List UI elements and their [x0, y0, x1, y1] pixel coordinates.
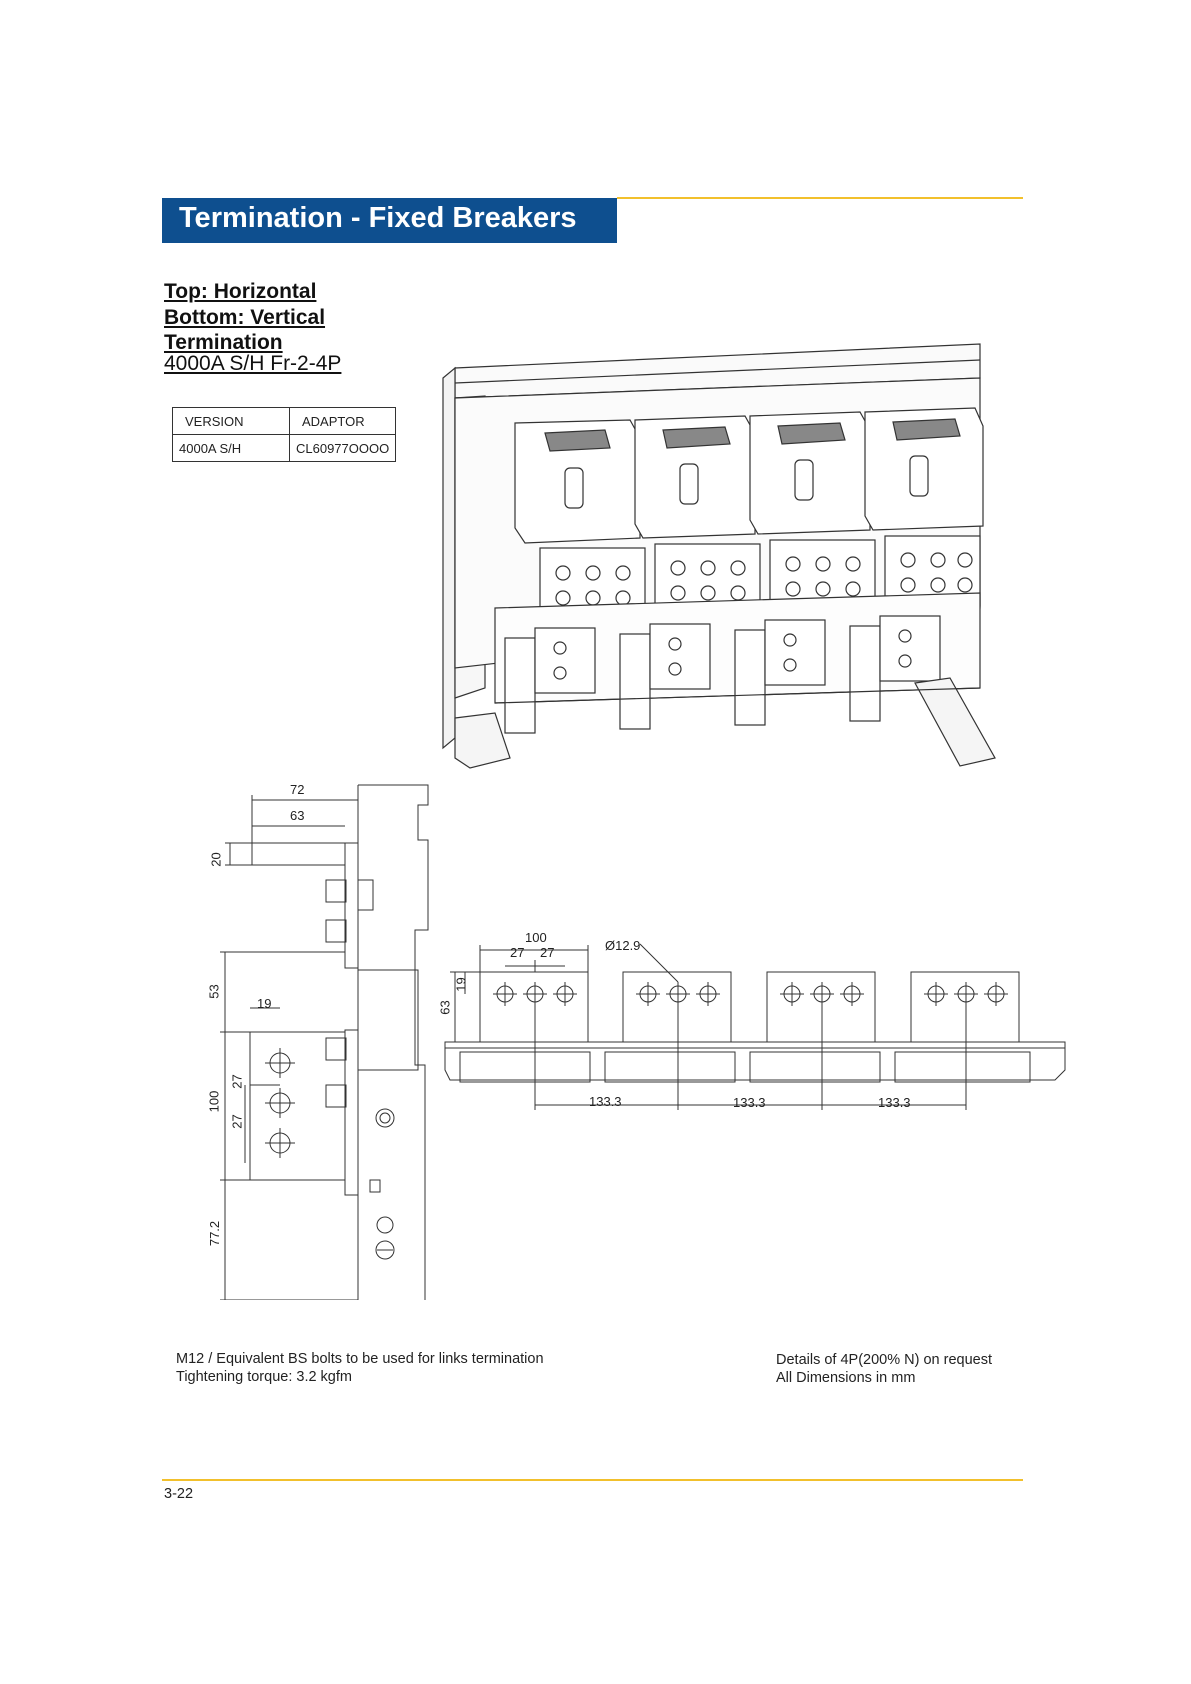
- title-bar: [162, 198, 617, 243]
- table-cell-version: 4000A S/H: [172, 434, 290, 462]
- dim-53: 53: [206, 984, 222, 999]
- front-dim-19: 19: [453, 977, 469, 992]
- heading-top: Top: Horizontal: [164, 280, 317, 303]
- page-title: Termination - Fixed Breakers: [179, 202, 577, 234]
- heading-bottom: Bottom: Vertical: [164, 306, 326, 329]
- dim-63: 63: [290, 808, 305, 823]
- note-left: M12 / Equivalent BS bolts to be used for…: [176, 1350, 544, 1386]
- front-dim-hole: Ø12.9: [605, 938, 641, 953]
- front-dim-pitch-2: 133.3: [733, 1095, 766, 1110]
- dim-19: 19: [257, 996, 272, 1011]
- table-header-version: VERSION: [172, 407, 290, 435]
- table-header-adaptor: ADAPTOR: [289, 407, 396, 435]
- side-view-drawing: [220, 784, 429, 1300]
- front-view-drawing: [444, 943, 1066, 1110]
- breaker-isometric-drawing: [442, 343, 996, 769]
- front-dim-27a: 27: [510, 945, 525, 960]
- dim-20: 20: [208, 852, 224, 867]
- front-dim-63: 63: [437, 1000, 453, 1015]
- dim-27a: 27: [229, 1074, 245, 1089]
- table-cell-adaptor: CL60977OOOO: [289, 434, 396, 462]
- table-header-row: VERSION ADAPTOR: [172, 407, 396, 435]
- note-torque: Tightening torque: 3.2 kgfm: [176, 1369, 352, 1385]
- front-dim-pitch-1: 133.3: [589, 1094, 622, 1109]
- note-bolts: M12 / Equivalent BS bolts to be used for…: [176, 1351, 544, 1367]
- heading-subtitle: 4000A S/H Fr-2-4P: [164, 352, 342, 375]
- note-units: All Dimensions in mm: [776, 1370, 916, 1386]
- version-table: VERSION ADAPTOR 4000A S/H CL60977OOOO: [172, 407, 396, 462]
- dim-77-2: 77.2: [207, 1220, 223, 1247]
- note-details: Details of 4P(200% N) on request: [776, 1352, 992, 1368]
- table-row: 4000A S/H CL60977OOOO: [172, 434, 396, 462]
- front-dim-27b: 27: [540, 945, 555, 960]
- note-right: Details of 4P(200% N) on request All Dim…: [776, 1351, 992, 1387]
- dim-27b: 27: [229, 1114, 245, 1129]
- footer-rule: [162, 1479, 1023, 1481]
- dim-72: 72: [290, 782, 305, 797]
- dim-100: 100: [206, 1090, 222, 1113]
- header-rule: [617, 197, 1023, 199]
- page-number: 3-22: [164, 1486, 194, 1502]
- heading-termination: Termination: [164, 331, 283, 354]
- front-dim-pitch-3: 133.3: [878, 1095, 911, 1110]
- front-dim-100: 100: [525, 930, 547, 945]
